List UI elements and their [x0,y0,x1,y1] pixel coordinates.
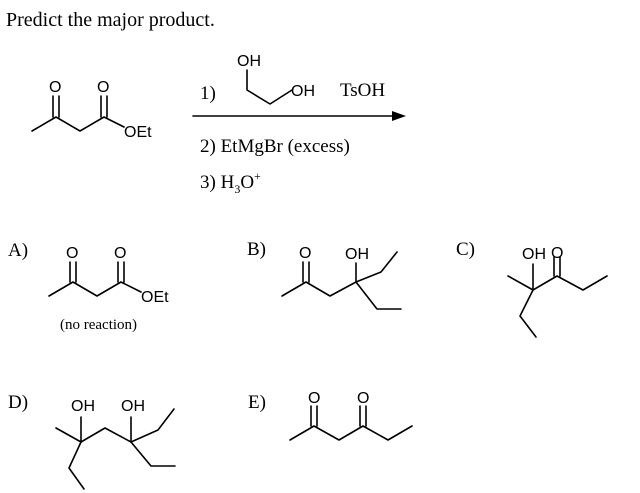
choice-a-oxygen-2: O [114,245,126,262]
choice-d[interactable]: D) OH OH [8,392,176,490]
choice-d-hydroxyl-2: OH [121,398,145,415]
reactant-oxygen-2: O [97,79,109,96]
choice-c-main-chain [507,275,608,291]
step1-catalyst: TsOH [340,80,385,101]
glycol-skeleton [246,69,293,105]
choice-c-hydroxyl: OH [522,246,546,263]
choice-c-oxygen: O [551,245,563,262]
choice-a-label: A) [8,240,28,261]
choice-a-ester-group: OEt [141,289,169,306]
step-1: 1) OH OH TsOH [200,53,385,105]
choice-b-oxygen: O [299,245,311,262]
choice-e-oxygen-2: O [357,390,369,407]
choice-d-ethyl-1 [68,441,85,490]
reactant-ester-group: OEt [124,124,152,141]
reactant-molecule: O O OEt [31,79,152,141]
choice-d-ethyl-3 [130,441,176,467]
choice-a[interactable]: A) O O OEt (no reaction) [8,240,169,333]
choice-c-label: C) [456,239,475,260]
choice-e-oxygen-1: O [308,390,320,407]
glycol-hydroxyl-1: OH [237,53,261,70]
choice-d-hydroxyl-1: OH [71,398,95,415]
glycol-hydroxyl-2: OH [291,83,315,100]
step3-text: 3) H3O+ [200,169,261,196]
choice-b-label: B) [247,239,266,260]
choice-c[interactable]: C) OH O [456,239,608,338]
choice-e[interactable]: E) O O [248,390,413,441]
reaction-arrow [192,111,406,121]
choice-a-skeleton [48,281,142,297]
choice-e-skeleton [289,425,413,441]
step2-text: 2) EtMgBr (excess) [200,136,350,157]
choice-d-ethyl-2 [130,408,175,443]
choice-b-hydroxyl: OH [345,246,369,263]
choice-e-label: E) [248,392,266,413]
arrow-head [392,111,406,121]
reactant-skeleton [31,116,125,132]
question-title: Predict the major product. [6,9,215,31]
choice-a-oxygen-1: O [66,245,78,262]
reactant-oxygen-1: O [49,79,61,96]
choice-b[interactable]: B) O OH [247,239,402,310]
choice-d-main-chain [55,427,132,443]
choice-b-main-chain [281,281,357,297]
choice-b-ethyl-2 [355,281,402,310]
step1-number: 1) [200,83,216,104]
choice-d-label: D) [8,392,28,413]
choice-a-note: (no reaction) [60,317,137,333]
choice-b-ethyl-1 [355,251,398,283]
choice-c-ethyl [519,289,537,338]
